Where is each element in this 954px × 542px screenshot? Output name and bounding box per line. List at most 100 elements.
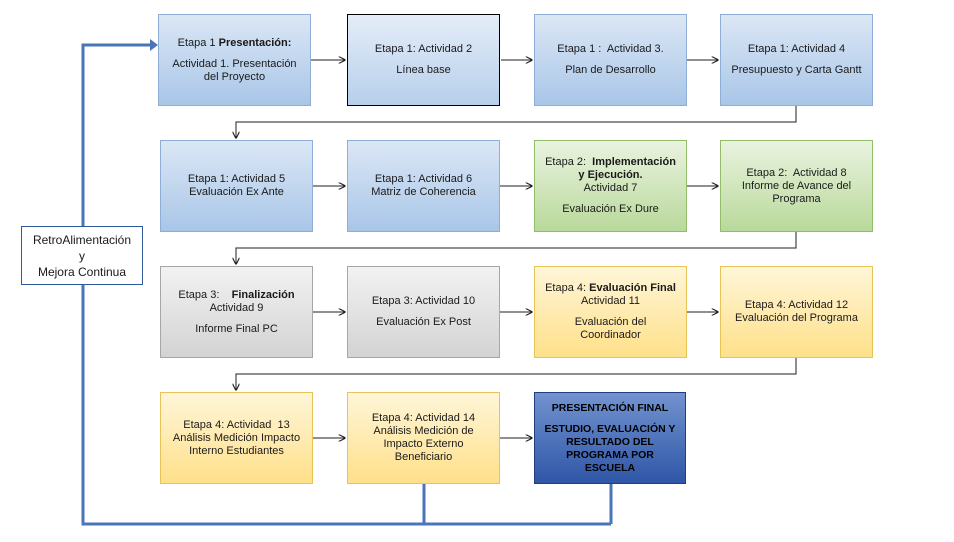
- box-line-bold: Evaluación Final: [589, 282, 676, 294]
- box-line: Interno Estudiantes: [189, 445, 284, 458]
- box-etapa1-actividad4: Etapa 1: Actividad 4 Presupuesto y Carta …: [720, 14, 873, 106]
- box-line: Actividad 9: [210, 302, 264, 315]
- feedback-line-2: y: [79, 248, 85, 263]
- box-line-text: Análisis Medición Impacto: [172, 431, 301, 444]
- box-line-text: Impacto Externo: [383, 438, 464, 450]
- box-line-text: del Proyecto: [203, 70, 266, 83]
- box-line-text: Programa: [772, 192, 821, 205]
- box-line-text: Etapa 4: Actividad 12: [744, 299, 849, 311]
- box-line-text: Etapa 4:: [545, 282, 590, 294]
- box-line: Informe Final PC: [195, 323, 278, 336]
- box-line: RESULTADO DEL: [566, 436, 654, 449]
- box-line-text: Análisis Medición de: [373, 425, 474, 437]
- box-line-text: Etapa 3: Actividad 10: [371, 295, 476, 307]
- box-line-text: Etapa 2: Actividad 8: [746, 166, 847, 179]
- box-line: Coordinador: [580, 329, 641, 342]
- box-line: Etapa 1: Actividad 4: [748, 43, 845, 56]
- arrow-4-5: [236, 105, 797, 138]
- box-line-bold: Implementación: [592, 156, 676, 168]
- box-line: Plan de Desarrollo: [565, 64, 656, 77]
- box-line-text: Actividad 9: [209, 301, 264, 314]
- box-etapa1-actividad1: Etapa 1 Presentación: Actividad 1. Presen…: [158, 14, 311, 106]
- box-line-text: Etapa 1: Actividad 2: [374, 43, 473, 55]
- arrow-12-13: [236, 357, 797, 390]
- feedback-box: RetroAlimentación y Mejora Continua: [21, 226, 143, 285]
- box-line-text: Matriz de Coherencia: [371, 186, 476, 198]
- box-line: Beneficiario: [395, 451, 452, 464]
- box-line: Etapa 1 Presentación:: [178, 37, 292, 50]
- box-line: Actividad 11: [581, 295, 640, 308]
- box-line-text: Coordinador: [580, 329, 641, 341]
- box-line: Etapa 4: Evaluación Final: [545, 282, 676, 295]
- box-line-bold: Finalización: [231, 288, 295, 301]
- box-line-text: Evaluación Ex Ante: [189, 186, 284, 198]
- box-line-text: Etapa 2:: [545, 156, 593, 168]
- box-line: Evaluación Ex Post: [376, 316, 471, 329]
- box-line: ESTUDIO, EVALUACIÓN Y: [545, 423, 676, 436]
- box-etapa3-actividad10: Etapa 3: Actividad 10 Evaluación Ex Post: [347, 266, 500, 358]
- box-line: Etapa 1: Actividad 2: [375, 43, 472, 56]
- box-line: Impacto Externo: [383, 438, 463, 451]
- box-line-text: Presupuesto y Carta Gantt: [731, 64, 862, 76]
- box-line: Etapa 4: Actividad 14: [372, 412, 475, 425]
- box-line: Presupuesto y Carta Gantt: [731, 64, 861, 77]
- box-line: Evaluación Ex Ante: [189, 186, 284, 199]
- box-line-text: Línea base: [396, 64, 451, 76]
- box-line: Etapa 1: Actividad 5: [188, 173, 285, 186]
- feedback-arrowhead: [150, 39, 158, 51]
- box-line-text: Plan de Desarrollo: [565, 64, 656, 76]
- box-line: Etapa 3: Finalización: [178, 289, 294, 302]
- box-line-text: Etapa 4: Actividad 14: [371, 412, 476, 424]
- box-line: Evaluación del Programa: [735, 312, 858, 325]
- box-line: Análisis Medición de: [373, 425, 473, 438]
- box-line: Evaluación Ex Dure: [562, 203, 659, 216]
- box-line: Etapa 3: Actividad 10: [372, 295, 475, 308]
- box-line: Etapa 4: Actividad 13: [183, 419, 289, 432]
- box-line-bold: ESCUELA: [584, 461, 636, 474]
- box-line-text: Etapa 1: Actividad 5: [187, 173, 286, 185]
- box-line-bold: PROGRAMA POR: [566, 448, 654, 461]
- box-line: Línea base: [396, 64, 450, 77]
- arrow-8-9: [236, 231, 797, 264]
- box-line: Actividad 7: [584, 182, 638, 195]
- box-line-text: Beneficiario: [394, 451, 453, 463]
- box-line: del Proyecto: [204, 71, 265, 84]
- box-line: PRESENTACIÓN FINAL: [552, 402, 668, 415]
- box-line-bold: ESTUDIO, EVALUACIÓN Y: [544, 422, 676, 435]
- box-line: Etapa 2: Actividad 8: [746, 167, 846, 180]
- box-etapa1-actividad3: Etapa 1 : Actividad 3. Plan de Desarrollo: [534, 14, 687, 106]
- box-line: y Ejecución.: [578, 169, 642, 182]
- box-etapa1-actividad2: Etapa 1: Actividad 2 Línea base: [347, 14, 500, 106]
- box-line-text: Etapa 1: [177, 36, 219, 49]
- box-line: Etapa 1: Actividad 6: [375, 173, 472, 186]
- box-line-text: Evaluación Ex Post: [376, 316, 471, 328]
- box-line-text: Etapa 3:: [178, 288, 232, 301]
- box-line: Programa: [772, 193, 820, 206]
- box-line-text: Informe Final PC: [195, 322, 278, 335]
- box-line-text: Etapa 1 : Actividad 3.: [557, 43, 664, 55]
- box-line: PROGRAMA POR: [566, 449, 654, 462]
- box-line: ESCUELA: [585, 462, 635, 475]
- box-line-text: Evaluación del: [574, 316, 647, 328]
- box-line-text: Actividad 1. Presentación: [172, 57, 297, 70]
- box-line: Análisis Medición Impacto: [173, 432, 300, 445]
- box-line-bold: Presentación:: [218, 36, 292, 49]
- box-line-text: Etapa 1: Actividad 6: [374, 173, 473, 185]
- box-line-text: Actividad 11: [580, 295, 641, 307]
- box-line-text: Informe de Avance del: [741, 179, 852, 192]
- box-line-text: Etapa 4: Actividad 13: [183, 418, 290, 431]
- box-line-bold: y Ejecución.: [578, 169, 643, 181]
- box-line-text: Interno Estudiantes: [189, 444, 284, 457]
- box-line: Actividad 1. Presentación: [172, 58, 296, 71]
- box-line: Etapa 1 : Actividad 3.: [557, 43, 663, 56]
- box-line: Etapa 4: Actividad 12: [745, 299, 848, 312]
- box-line-text: Evaluación del Programa: [735, 312, 858, 324]
- box-line-bold: PRESENTACIÓN FINAL: [551, 401, 669, 414]
